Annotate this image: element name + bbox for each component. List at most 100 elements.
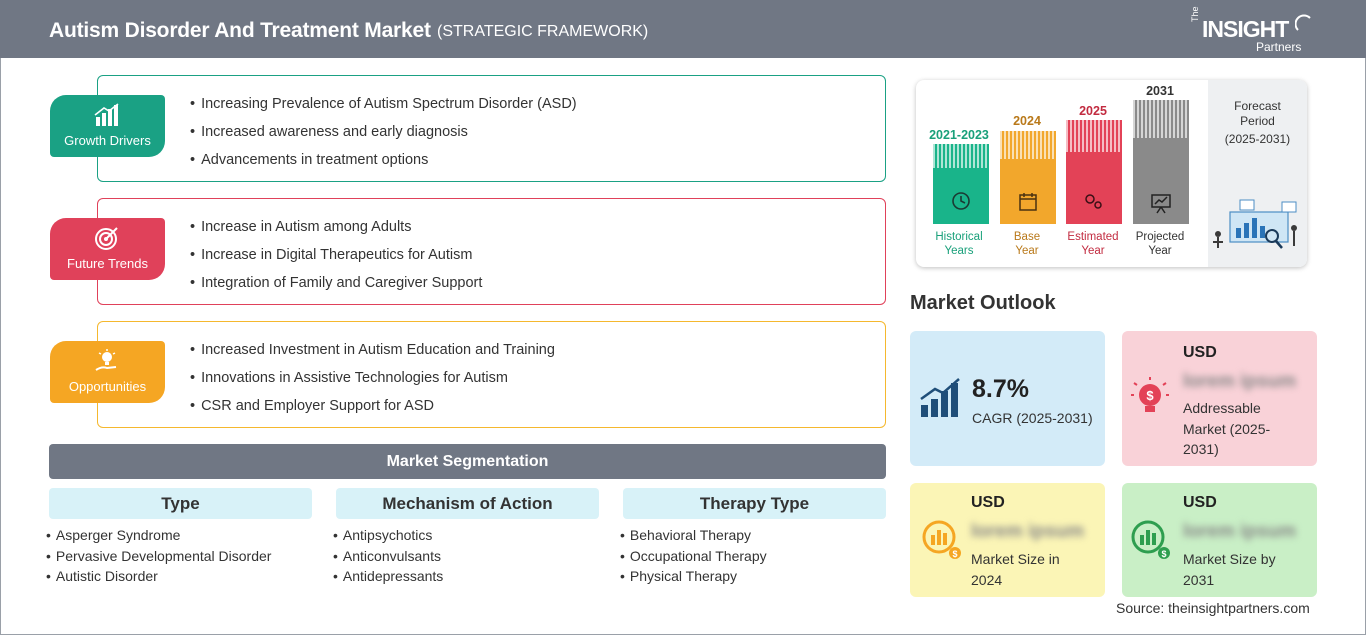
list-item: Increase in Autism among Adults — [190, 217, 482, 245]
label-line: Projected — [1135, 231, 1185, 243]
year-base: 2024 — [1013, 114, 1041, 128]
list-item: Increased Investment in Autism Education… — [190, 340, 555, 368]
label-line: Year — [1148, 245, 1172, 257]
list-item: Antipsychotics — [333, 525, 443, 546]
list-item: Occupational Therapy — [620, 546, 767, 567]
label-line: Market (2025- — [1183, 420, 1271, 437]
list-item: Asperger Syndrome — [46, 525, 271, 546]
growth-drivers-list: Increasing Prevalence of Autism Spectrum… — [190, 94, 577, 178]
addressable-currency: USD — [1183, 344, 1217, 361]
segment-list-therapy: Behavioral Therapy Occupational Therapy … — [620, 525, 767, 587]
market-chart-dollar-icon: $ — [922, 520, 961, 559]
label-base: Base Year — [987, 230, 1067, 258]
segment-head-mechanism: Mechanism of Action — [336, 488, 599, 519]
list-item: Increasing Prevalence of Autism Spectrum… — [190, 94, 577, 122]
page-title: Autism Disorder And Treatment Market — [49, 19, 431, 42]
logo-partners-text: Partners — [1256, 40, 1302, 54]
label-historical: Historical Years — [919, 230, 999, 258]
idea-dollar-icon: $ — [1131, 377, 1169, 412]
year-historical: 2021-2023 — [929, 128, 989, 142]
label-line: Historical — [935, 231, 983, 243]
list-item: Physical Therapy — [620, 566, 767, 587]
badge-label: Growth Drivers — [64, 133, 151, 148]
label-line: 2031) — [1183, 441, 1219, 457]
addressable-value: lorem ipsum — [1183, 371, 1296, 392]
year-projected: 2031 — [1146, 84, 1174, 98]
label-estimated: Estimated Year — [1053, 230, 1133, 258]
bar-growth-icon — [94, 103, 119, 126]
list-item: Pervasive Developmental Disorder — [46, 546, 272, 567]
size-2031-label: Market Size by 2031 — [1183, 549, 1276, 590]
label-line: Addressable — [1183, 400, 1261, 416]
size-2024-value: lorem ipsum — [971, 521, 1084, 542]
cagr-value: 8.7% — [972, 375, 1029, 403]
segment-list-mechanism: Antipsychotics Anticonvulsants Antidepre… — [333, 525, 443, 587]
lightbulb-hand-icon — [95, 349, 117, 371]
list-item: Increased awareness and early diagnosis — [190, 122, 577, 150]
label-line: 2024 — [971, 571, 1003, 588]
list-item: Anticonvulsants — [333, 546, 443, 567]
presentation-icon — [1151, 194, 1171, 214]
bar-projected — [1133, 100, 1189, 224]
target-icon — [95, 227, 118, 250]
badge-label: Future Trends — [67, 256, 148, 271]
bar-base — [1000, 131, 1056, 224]
opportunities-list: Increased Investment in Autism Education… — [190, 340, 555, 424]
future-trends-panel: Increase in Autism among Adults Increase… — [97, 198, 886, 305]
label-line: 2031 — [1183, 571, 1215, 588]
bar-historical — [933, 144, 989, 224]
list-item: Autistic Disorder — [46, 566, 271, 587]
label-projected: Projected Year — [1120, 230, 1200, 258]
label-line: Base — [1013, 231, 1041, 243]
logo-brand-text: INSIGHT — [1202, 16, 1289, 42]
segment-list-type: Asperger Syndrome Pervasive Developmenta… — [46, 525, 272, 587]
growth-drivers-panel: Increasing Prevalence of Autism Spectrum… — [97, 75, 886, 182]
header-bar: Autism Disorder And Treatment Market (ST… — [0, 0, 1366, 58]
list-item: Antidepressants — [333, 566, 443, 587]
forecast-line: Forecast — [1234, 99, 1281, 113]
future-trends-badge: Future Trends — [50, 218, 165, 280]
svg-text:$: $ — [1146, 388, 1154, 403]
size-2024-currency: USD — [971, 494, 1005, 511]
list-item: Advancements in treatment options — [190, 150, 577, 178]
label-line: Market Size in — [971, 551, 1060, 567]
size-2024-label: Market Size in 2024 — [971, 549, 1060, 590]
addressable-label: Addressable Market (2025- 2031) — [1183, 398, 1270, 460]
history-icon — [952, 192, 970, 210]
source-link[interactable]: Source: theinsightpartners.com — [1116, 600, 1310, 616]
svg-text:$: $ — [952, 549, 957, 559]
list-item: Increase in Digital Therapeutics for Aut… — [190, 245, 482, 273]
market-outlook-title: Market Outlook — [910, 292, 1056, 314]
opportunities-badge: Opportunities — [50, 341, 165, 403]
logo-arc-icon — [1295, 14, 1311, 31]
cagr-card: 8.7% CAGR (2025-2031) — [910, 331, 1105, 466]
gears-icon — [1085, 194, 1102, 209]
page-subtitle: (STRATEGIC FRAMEWORK) — [437, 23, 649, 40]
bar-estimated — [1066, 120, 1122, 224]
addressable-market-card: $ USD lorem ipsum Addressable Market (20… — [1122, 331, 1317, 466]
timeline-card: 2021-2023 Historical Years 2024 Base Yea… — [916, 80, 1307, 267]
segment-head-type: Type — [49, 488, 312, 519]
segment-head-therapy: Therapy Type — [623, 488, 886, 519]
cagr-label: CAGR (2025-2031) — [972, 410, 1093, 426]
opportunities-panel: Increased Investment in Autism Education… — [97, 321, 886, 428]
market-chart-dollar-icon: $ — [1131, 520, 1170, 559]
market-size-2031-card: $ USD lorem ipsum Market Size by 2031 — [1122, 483, 1317, 597]
badge-label: Opportunities — [68, 379, 147, 394]
size-2031-currency: USD — [1183, 494, 1217, 511]
forecast-line: Period — [1240, 114, 1275, 128]
list-item: Integration of Family and Caregiver Supp… — [190, 273, 482, 301]
growth-drivers-badge: Growth Drivers — [50, 95, 165, 157]
list-item: Behavioral Therapy — [620, 525, 767, 546]
list-item: Innovations in Assistive Technologies fo… — [190, 368, 555, 396]
label-line: Year — [1081, 245, 1105, 257]
analytics-illustration-icon — [1213, 199, 1297, 249]
forecast-title: Forecast Period (2025-2031) — [1208, 99, 1307, 147]
year-estimated: 2025 — [1079, 104, 1107, 118]
future-trends-list: Increase in Autism among Adults Increase… — [190, 217, 482, 301]
market-size-2024-card: $ USD lorem ipsum Market Size in 2024 — [910, 483, 1105, 597]
logo-the-text: The — [1190, 6, 1200, 22]
label-line: Estimated — [1067, 231, 1119, 243]
insight-partners-logo[interactable]: The INSIGHT Partners — [1190, 6, 1320, 54]
segmentation-title-bar: Market Segmentation — [49, 444, 886, 479]
